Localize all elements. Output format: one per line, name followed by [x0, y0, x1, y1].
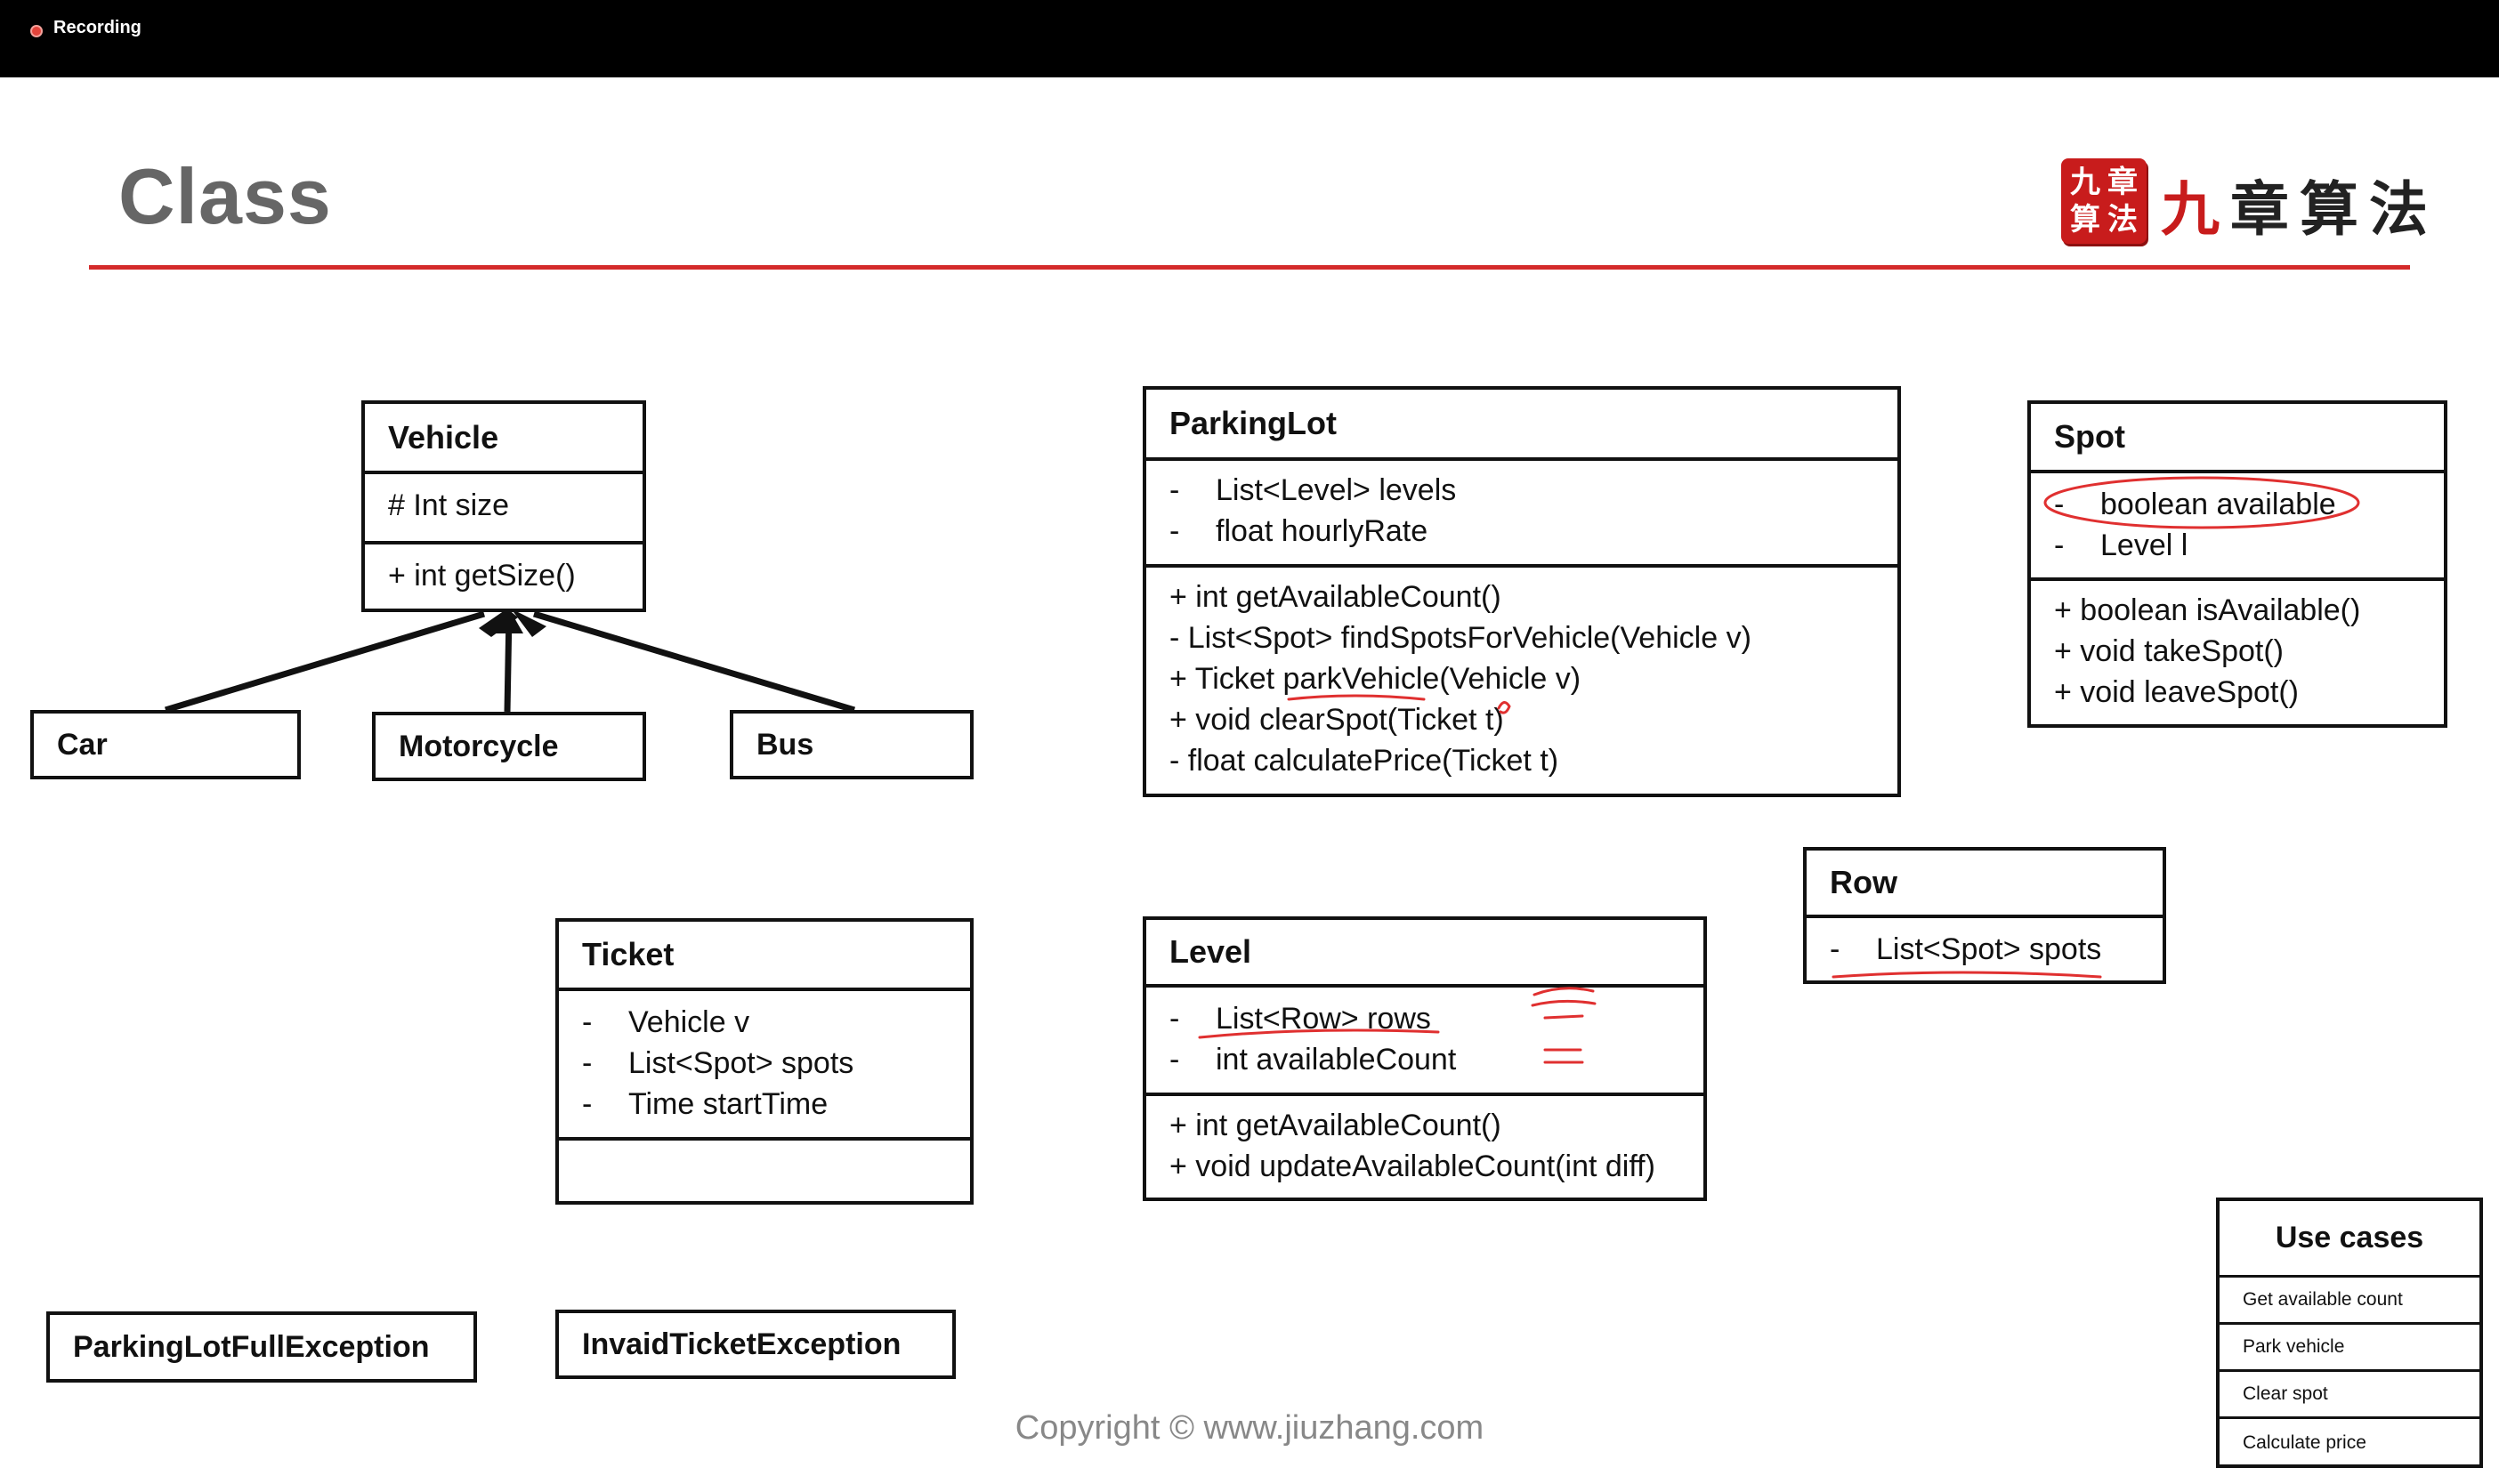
attribute: -List<Row> rows [1169, 1002, 1431, 1036]
class-methods: + int getSize() [365, 544, 643, 609]
usecase-item: Park vehicle [2220, 1325, 2479, 1372]
class-name: Spot [2031, 404, 2444, 473]
class-attributes: -boolean available -Level l [2031, 473, 2444, 581]
class-attributes: -Vehicle v -List<Spot> spots -Time start… [559, 991, 970, 1141]
class-ticket: Ticket -Vehicle v -List<Spot> spots -Tim… [555, 918, 974, 1205]
slide-title: Class [118, 152, 332, 240]
class-name: ParkingLotFullException [73, 1329, 430, 1364]
jiuzhang-logo: 九 章 算 法 九章算法 [2061, 155, 2428, 246]
seal-char: 法 [2107, 202, 2138, 238]
attribute: -int availableCount [1169, 1043, 1457, 1077]
attribute: -List<Level> levels [1169, 473, 1457, 507]
arrowhead [511, 609, 546, 637]
attribute: -boolean available [2054, 488, 2336, 521]
usecase-item: Calculate price [2243, 1432, 2366, 1453]
class-attributes: -List<Row> rows -int availableCount [1146, 988, 1703, 1096]
copyright-footer: Copyright © www.jiuzhang.com [1015, 1409, 1484, 1447]
logo-wordmark: 九章算法 [2161, 162, 2438, 247]
class-parkinglot-full-exception: ParkingLotFullException [46, 1311, 477, 1383]
attribute: -List<Spot> spots [1830, 932, 2102, 966]
method: + void leaveSpot() [2054, 675, 2299, 709]
method: + Ticket parkVehicle(Vehicle v) [1169, 662, 1581, 696]
class-attributes: -List<Level> levels -float hourlyRate [1146, 461, 1897, 568]
method: - List<Spot> findSpotsForVehicle(Vehicle… [1169, 621, 1751, 655]
class-methods: + boolean isAvailable() + void takeSpot(… [2031, 581, 2444, 725]
class-name: Motorcycle [399, 729, 559, 763]
seal-char: 九 [2070, 165, 2100, 200]
class-attributes: -List<Spot> spots [1807, 918, 2163, 982]
logo-first-char: 九 [2161, 174, 2230, 244]
class-name: Vehicle [365, 404, 643, 474]
method: + void updateAvailableCount(int diff) [1169, 1149, 1655, 1183]
attribute: -List<Spot> spots [582, 1046, 854, 1080]
attribute: -Vehicle v [582, 1005, 750, 1039]
recording-label: Recording [53, 18, 142, 37]
recording-bar: Recording [0, 0, 2499, 77]
arrow-bus-to-vehicle [532, 610, 856, 714]
class-attributes: # Int size [365, 474, 643, 544]
title-divider [89, 265, 2410, 270]
seal-char: 章 [2107, 165, 2138, 200]
attribute: -float hourlyRate [1169, 514, 1428, 548]
class-parkinglot: ParkingLot -List<Level> levels -float ho… [1143, 386, 1901, 797]
method: + void takeSpot() [2054, 634, 2284, 668]
method: + void clearSpot(Ticket t) [1169, 703, 1504, 737]
arrow-motorcycle-to-vehicle [504, 613, 513, 713]
method: + int getAvailableCount() [1169, 580, 1501, 614]
class-name: Bus [756, 727, 814, 762]
arrowhead [479, 609, 518, 637]
method: - float calculatePrice(Ticket t) [1169, 744, 1559, 778]
class-vehicle: Vehicle # Int size + int getSize() [361, 400, 646, 612]
seal-char: 算 [2070, 202, 2100, 238]
class-methods: + int getAvailableCount() - List<Spot> f… [1146, 568, 1897, 794]
logo-rest-chars: 章算法 [2230, 174, 2438, 244]
method: + boolean isAvailable() [2054, 593, 2361, 627]
class-motorcycle: Motorcycle [372, 712, 646, 781]
arrow-car-to-vehicle [164, 610, 486, 714]
class-methods: + int getAvailableCount() + void updateA… [1146, 1096, 1703, 1199]
class-spot: Spot -boolean available -Level l + boole… [2027, 400, 2447, 728]
attribute: -Level l [2054, 528, 2188, 562]
usecase-item: Get available count [2220, 1278, 2479, 1325]
class-level: Level -List<Row> rows -int availableCoun… [1143, 916, 1707, 1201]
usecases-panel: Use cases Get available count Park vehic… [2216, 1198, 2483, 1468]
class-methods-empty [559, 1141, 970, 1165]
class-name: Car [57, 727, 108, 762]
class-name: Row [1807, 851, 2163, 918]
usecases-title: Use cases [2220, 1201, 2479, 1278]
arrowhead [495, 609, 523, 633]
inheritance-arrows [164, 609, 856, 714]
attribute: -Time startTime [582, 1087, 829, 1121]
class-car: Car [30, 710, 301, 779]
class-name: ParkingLot [1146, 390, 1897, 461]
method: + int getAvailableCount() [1169, 1109, 1501, 1142]
usecase-item: Clear spot [2220, 1372, 2479, 1419]
method: + int getSize() [388, 559, 576, 593]
seal-logo-icon: 九 章 算 法 [2061, 158, 2147, 244]
class-bus: Bus [730, 710, 974, 779]
class-row: Row -List<Spot> spots [1803, 847, 2166, 984]
class-name: Ticket [559, 922, 970, 991]
class-name: Level [1146, 920, 1703, 988]
attribute: # Int size [388, 488, 510, 522]
recording-dot-icon [30, 25, 43, 37]
class-invalid-ticket-exception: InvaidTicketException [555, 1310, 956, 1379]
class-name: InvaidTicketException [582, 1327, 902, 1361]
